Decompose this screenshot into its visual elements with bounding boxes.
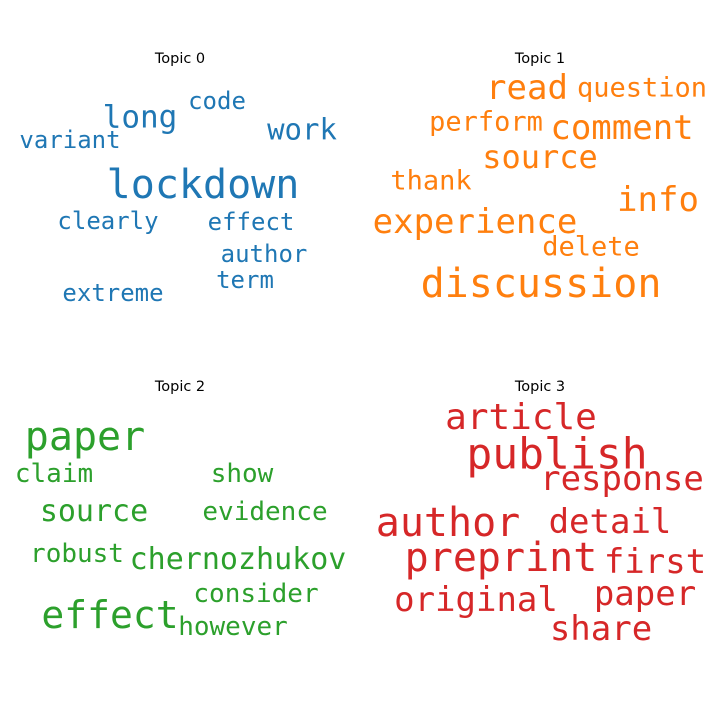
- word-paper: paper: [593, 574, 697, 614]
- word-question: question: [576, 72, 708, 104]
- word-robust: robust: [30, 539, 124, 569]
- word-claim: claim: [14, 459, 94, 489]
- topic-title: Topic 2: [154, 379, 206, 395]
- word-author: author: [375, 500, 521, 546]
- topic-title: Topic 3: [514, 379, 566, 395]
- word-long: long: [102, 99, 178, 136]
- word-clearly: clearly: [57, 207, 159, 235]
- word-paper: paper: [24, 414, 146, 460]
- word-show: show: [210, 459, 274, 489]
- word-term: term: [216, 266, 274, 294]
- word-code: code: [188, 87, 246, 115]
- word-however: however: [178, 612, 288, 642]
- word-comment: comment: [550, 108, 694, 148]
- topic-panel-2: Topic 2 paper effect source chernozhukov clai…: [0, 328, 360, 658]
- word-perform: perform: [429, 106, 543, 138]
- word-source: source: [482, 138, 598, 176]
- word-first: first: [603, 542, 707, 582]
- word-work: work: [267, 112, 337, 147]
- word-original: original: [394, 580, 558, 620]
- word-lockdown: lockdown: [106, 162, 300, 208]
- word-effect: effect: [207, 208, 295, 236]
- word-chernozhukov: chernozhukov: [129, 542, 347, 577]
- word-experience: experience: [372, 202, 578, 242]
- word-preprint: preprint: [404, 535, 598, 581]
- word-evidence: evidence: [202, 497, 328, 527]
- word-variant: variant: [19, 126, 121, 154]
- word-article: article: [445, 397, 597, 438]
- word-publish: publish: [466, 429, 648, 480]
- word-delete: delete: [542, 231, 640, 263]
- word-response: response: [540, 459, 704, 499]
- word-share: share: [549, 609, 653, 649]
- topic-title: Topic 1: [514, 51, 566, 67]
- word-author: author: [220, 240, 308, 268]
- word-detail: detail: [548, 502, 672, 542]
- word-extreme: extreme: [62, 279, 164, 307]
- word-source: source: [39, 494, 149, 529]
- word-consider: consider: [193, 579, 319, 609]
- word-info: info: [617, 180, 699, 220]
- topic-title: Topic 0: [154, 51, 206, 67]
- word-discussion: discussion: [420, 261, 662, 307]
- word-thank: thank: [390, 165, 472, 197]
- word-read: read: [486, 68, 568, 108]
- topic-panel-0: Topic 0 lockdown long work code variant clearl…: [0, 0, 360, 330]
- word-effect: effect: [41, 593, 179, 637]
